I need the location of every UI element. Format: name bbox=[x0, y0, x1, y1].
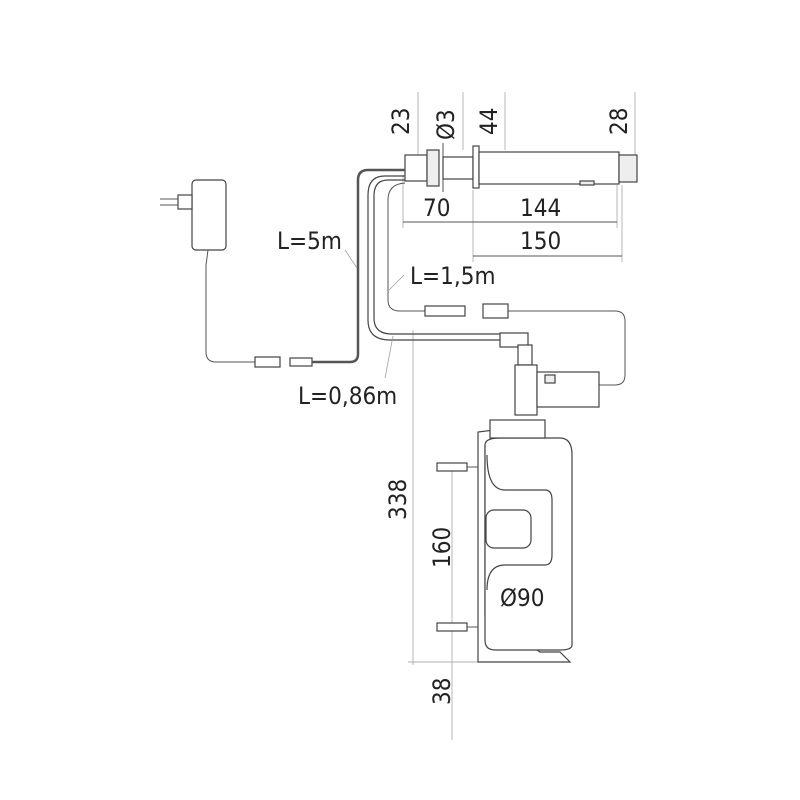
wall-bolt-bottom bbox=[436, 622, 478, 632]
dim-o3: Ø3 bbox=[432, 109, 460, 140]
dim-338: 338 bbox=[384, 479, 412, 520]
dim-44: 44 bbox=[475, 108, 503, 135]
cable-hose-label: L=0,86m bbox=[298, 382, 397, 410]
dim-160: 160 bbox=[428, 527, 456, 568]
dim-150: 150 bbox=[520, 227, 561, 255]
dim-144: 144 bbox=[520, 194, 561, 222]
dim-28: 28 bbox=[605, 108, 633, 135]
faucet bbox=[404, 143, 638, 192]
valve bbox=[514, 364, 600, 416]
cable-power-label: L=5m bbox=[277, 227, 342, 255]
hoses bbox=[367, 175, 626, 386]
power-adapter bbox=[160, 168, 405, 368]
soap-bottle bbox=[436, 419, 573, 663]
extension-lines bbox=[402, 92, 636, 740]
dim-o90: Ø90 bbox=[500, 584, 544, 612]
cable-sensor-label: L=1,5m bbox=[410, 262, 495, 290]
dim-38: 38 bbox=[428, 678, 456, 705]
wall-bolt-top bbox=[436, 462, 478, 472]
dim-70: 70 bbox=[423, 194, 450, 222]
dim-23: 23 bbox=[387, 108, 415, 135]
